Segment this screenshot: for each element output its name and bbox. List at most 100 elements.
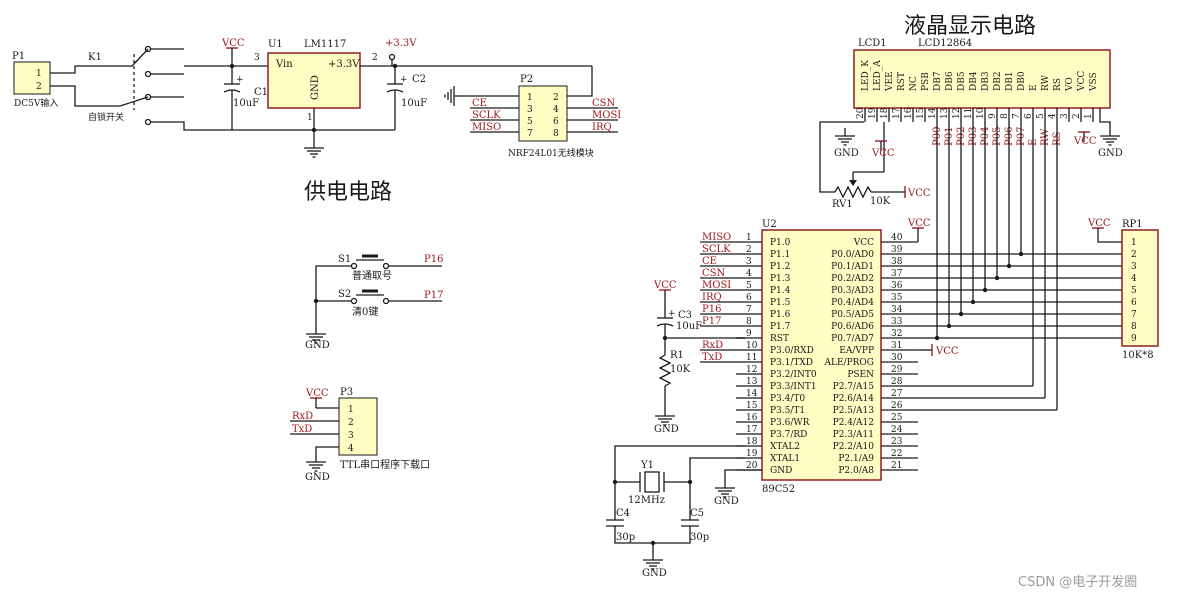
c3-value: 10uF [676, 321, 702, 332]
lcd-pin-number: 13 [940, 107, 950, 119]
lcd-pin-name: DB4 [969, 71, 979, 91]
crystal-gnd: GND [642, 568, 667, 579]
mcu-right-pin-number: 40 [891, 233, 903, 243]
mcu-left-pin-name: XTAL2 [770, 442, 800, 452]
lcd-pin-number: 10 [976, 107, 986, 119]
mcu-left-pin-name: P3.1/TXD [770, 358, 813, 368]
p2-ref: P2 [520, 74, 533, 85]
mcu-right-pin-name: P2.3/A11 [833, 430, 874, 440]
c1-value: 10uF [233, 98, 259, 109]
mcu-body [761, 229, 882, 481]
lcd-pin-name: DB1 [1005, 71, 1015, 91]
mcu-right-pin-name: EA/VPP [839, 346, 874, 356]
y1-value: 12MHz [628, 495, 665, 506]
mcu-right-pin-name: P2.7/A15 [833, 382, 875, 392]
mcu-right-pin-name: P2.4/A12 [833, 418, 874, 428]
power-circuit-title: 供电电路 [304, 180, 392, 205]
mcu-left-net-label: MOSI [702, 280, 731, 291]
lcd-pin-name: NC [909, 76, 919, 91]
p1-connector [13, 61, 51, 95]
k1-label: 自锁开关 [88, 111, 124, 123]
lcd-pin-number: 6 [1024, 113, 1034, 119]
mcu-left-pin-name: P1.6 [770, 310, 791, 320]
lcd-pin-number: 11 [964, 108, 974, 119]
lcd-gnd-left: GND [834, 148, 859, 159]
rp1-pack [1121, 229, 1159, 347]
mcu-right-pin-name: P0.6/AD6 [831, 322, 874, 332]
lcd-circuit-title: 液晶显示电路 [904, 14, 1036, 39]
lcd-pin-name: VEE [885, 71, 895, 92]
lcd-pin-name: PSB [921, 72, 931, 91]
mcu-left-pin-number: 5 [746, 281, 752, 291]
p1-ref: P1 [12, 51, 25, 62]
p3-ref: P3 [340, 387, 353, 398]
lcd-pin-name: VO [1065, 77, 1075, 92]
mcu-left-pin-number: 16 [746, 413, 758, 423]
mcu-left-pin-name: P3.5/T1 [770, 406, 805, 416]
u1-gnd: GND [310, 75, 321, 100]
mcu-left-pin-number: 6 [746, 293, 752, 303]
rp1-pin-number: 8 [1131, 322, 1137, 332]
mcu-left-pin-number: 8 [746, 317, 752, 327]
lcd-pin-number: 14 [928, 107, 938, 119]
lcd-section: LCD1 LCD12864 LED_K20LED_A19VEE18RST17NC… [819, 38, 1123, 210]
lcd-pin-name: VCC [1077, 71, 1087, 92]
lcd-pin-name: DB3 [981, 71, 991, 91]
mcu-left-pin-number: 18 [746, 437, 758, 447]
nrf-net-ce: CE [472, 98, 487, 109]
lcd-pin-number: 12 [952, 108, 962, 119]
p2-pin-3: 3 [527, 105, 533, 115]
c4-ref: C4 [616, 508, 630, 519]
s1-label: 普通取号 [352, 269, 392, 282]
mcu-left-pin-name: RST [770, 334, 789, 344]
mcu-left-pin-name: P3.0/RXD [770, 346, 814, 356]
lcd-pin-number: 7 [1012, 113, 1022, 119]
p1-pin-2: 2 [36, 82, 42, 92]
mcu-left-pin-number: 10 [746, 341, 758, 351]
mcu-left-pin-name: P3.4/T0 [770, 394, 805, 404]
nrf-net-csn: CSN [592, 98, 616, 109]
mcu-left-pin-number: 19 [746, 449, 758, 459]
mcu-vcc-top: VCC [907, 218, 931, 229]
rp1-pin-number: 7 [1131, 310, 1137, 320]
mcu-left-pin-number: 13 [746, 377, 758, 387]
reset-vcc: VCC [653, 280, 677, 291]
c1-ref: C1 [254, 87, 268, 98]
rv1-vcc: VCC [907, 188, 931, 199]
mcu-right-pin-number: 21 [891, 461, 902, 471]
rp1-pin-number: 9 [1131, 334, 1137, 344]
lcd-pin-number: 17 [892, 107, 902, 119]
u1-part: LM1117 [304, 39, 346, 50]
lcd-vcc-right: VCC [1073, 136, 1097, 147]
lcd-pin-name: DB0 [1017, 71, 1027, 91]
u1-vin: Vin [275, 59, 293, 70]
p3-label: TTL串口程序下载口 [340, 458, 430, 471]
mcu-left-pin-name: P1.7 [770, 322, 791, 332]
mcu-left-pin-number: 7 [746, 305, 752, 315]
rp1-part: 10K*8 [1122, 350, 1154, 361]
mcu-left-net-label: P17 [702, 316, 721, 327]
mcu-right-pin-number: 27 [891, 389, 903, 399]
mcu-right-pin-name: VCC [853, 238, 874, 248]
lcd-vcc-left: VCC [871, 148, 895, 159]
p2-label: NRF24L01无线模块 [508, 147, 594, 159]
mcu-left-pin-number: 9 [746, 329, 752, 339]
p2-pin-6: 6 [553, 117, 559, 127]
lcd-pin-number: 16 [904, 107, 914, 119]
mcu-right-pin-name: P0.7/AD7 [831, 334, 874, 344]
mcu-left-pin-number: 17 [746, 425, 758, 435]
p3-vcc: VCC [305, 388, 329, 399]
data-bus-wires [918, 122, 1122, 411]
p2-pin-7: 7 [527, 129, 533, 139]
mcu-right-pin-name: P0.5/AD5 [831, 310, 874, 320]
lcd-module [853, 49, 1111, 109]
rp1-pin-number: 5 [1131, 286, 1137, 296]
c2-plus: + [400, 75, 408, 85]
lcd-pin-number: 20 [856, 107, 866, 119]
u1-pin-out: 2 [372, 53, 378, 63]
mcu-left-pin-name: GND [770, 466, 792, 476]
mcu-left-pin-name: P3.7/RD [770, 430, 807, 440]
